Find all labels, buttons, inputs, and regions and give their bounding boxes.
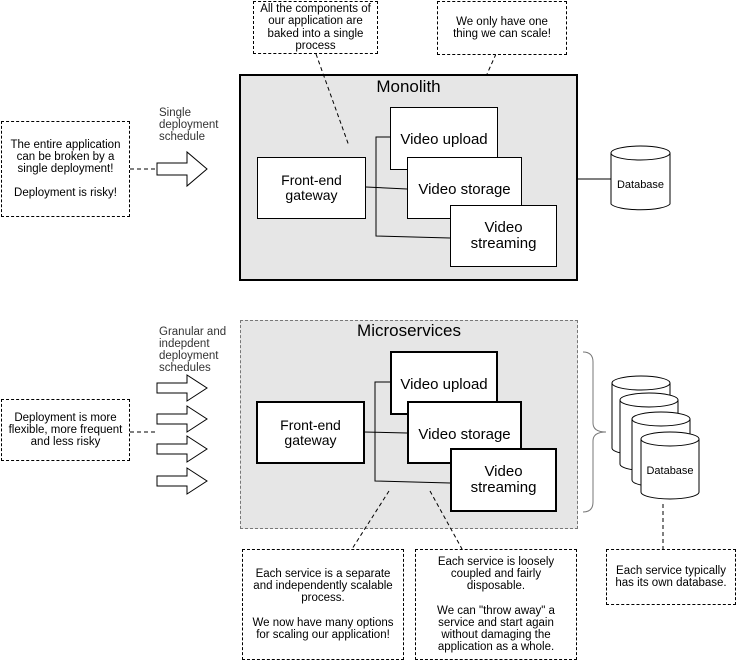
monolith-links (365, 136, 611, 239)
monolith-database-icon (610, 145, 671, 211)
note-one-thing-scale: We only have one thing we can scale! (437, 1, 567, 55)
deployment-arrow-icon (156, 435, 208, 463)
note-deployment-flexible: Deployment is more flexible, more freque… (1, 399, 130, 461)
microservices-database-label: Database (646, 465, 693, 477)
note-separate-scalable: Each service is a separate and independe… (242, 549, 404, 660)
note-entire-broken: The entire application can be broken by … (1, 121, 130, 217)
deployment-arrow-icon (156, 405, 208, 433)
microservices-front-end-gateway: Front-end gateway (256, 401, 365, 464)
note-connectors (130, 53, 664, 550)
deployment-arrow-icon (156, 150, 208, 188)
monolith-video-streaming: Video streaming (450, 205, 557, 267)
note-loosely-coupled: Each service is loosely coupled and fair… (415, 549, 577, 660)
deployment-arrow-icon (156, 467, 208, 495)
note-own-database: Each service typically has its own datab… (606, 549, 736, 605)
granular-deployment-label: Granular and indepdent deployment schedu… (159, 326, 227, 375)
monolith-front-end-gateway: Front-end gateway (257, 157, 366, 219)
monolith-database-label: Database (617, 179, 664, 191)
brace-icon (582, 351, 607, 513)
microservices-database-icon (611, 375, 700, 500)
microservices-video-streaming: Video streaming (450, 448, 557, 512)
single-deployment-label: Single deployment schedule (159, 107, 219, 144)
monolith-title: Monolith (376, 77, 441, 96)
note-components-baked: All the components of our application ar… (253, 1, 378, 54)
microservices-links (363, 381, 451, 484)
microservices-title: Microservices (357, 321, 461, 340)
deployment-arrow-icon (156, 374, 208, 402)
